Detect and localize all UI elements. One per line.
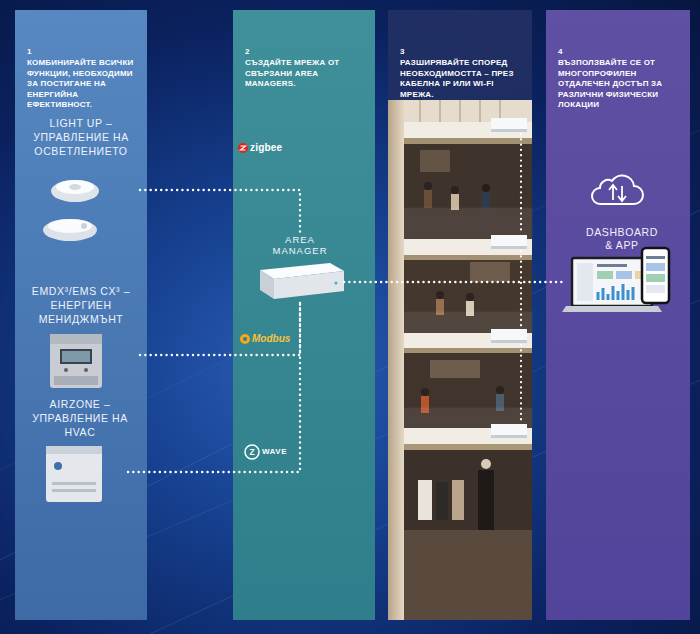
device-label: AREA MANAGER <box>269 234 331 256</box>
step-heading: КОМБИНИРАЙТЕ ВСИЧКИ ФУНКЦИИ, НЕОБХОДИМИ … <box>27 58 137 111</box>
step-panel: 4ВЪЗПОЛЗВАЙТЕ СЕ ОТ МНОГОПРОФИЛЕН ОТДАЛЕ… <box>546 10 690 620</box>
step-heading: ВЪЗПОЛЗВАЙТЕ СЕ ОТ МНОГОПРОФИЛЕН ОТДАЛЕЧ… <box>558 58 676 111</box>
device-group: AIRZONE – УПРАВЛЕНИЕ НА HVAC <box>32 397 128 505</box>
protocol-logo-letter: Z <box>245 445 259 459</box>
step-number: 2 <box>245 46 365 57</box>
step-heading: РАЗШИРЯВАЙТЕ СПОРЕД НЕОБХОДИМОСТТА – ПРЕ… <box>400 58 518 100</box>
device-label: DASHBOARD & APP <box>581 226 663 252</box>
protocol-label: WAVE <box>262 447 287 456</box>
step-number: 1 <box>27 46 137 57</box>
protocol-label: Modbus <box>252 333 290 344</box>
step-number: 3 <box>400 46 522 57</box>
protocol-label: zigbee <box>250 142 282 153</box>
step-number: 4 <box>558 46 680 57</box>
step-panel: 2СЪЗДАЙТЕ МРЕЖА ОТ СВЪРЗАНИ AREA MANAGER… <box>233 10 375 620</box>
step-panel: 3РАЗШИРЯВАЙТЕ СПОРЕД НЕОБХОДИМОСТТА – ПР… <box>388 10 532 620</box>
area-manager-node: AREA MANAGER <box>256 232 344 302</box>
device-label: LIGHT UP – УПРАВЛЕНИЕ НА ОСВЕТЛЕНИЕТО <box>22 116 140 158</box>
dashboard-node: DASHBOARD & APP <box>562 160 682 320</box>
device-group: EMDX³/EMS CX³ – ЕНЕРГИЕН МЕНИДЖМЪНТ <box>22 284 140 390</box>
step-heading: СЪЗДАЙТЕ МРЕЖА ОТ СВЪРЗАНИ AREA MANAGERS… <box>245 58 363 90</box>
device-label: AIRZONE – УПРАВЛЕНИЕ НА HVAC <box>32 397 128 439</box>
step-panel: 1КОМБИНИРАЙТЕ ВСИЧКИ ФУНКЦИИ, НЕОБХОДИМИ… <box>15 10 147 620</box>
device-group: LIGHT UP – УПРАВЛЕНИЕ НА ОСВЕТЛЕНИЕТО <box>22 116 140 244</box>
device-label: EMDX³/EMS CX³ – ЕНЕРГИЕН МЕНИДЖМЪНТ <box>22 284 140 326</box>
